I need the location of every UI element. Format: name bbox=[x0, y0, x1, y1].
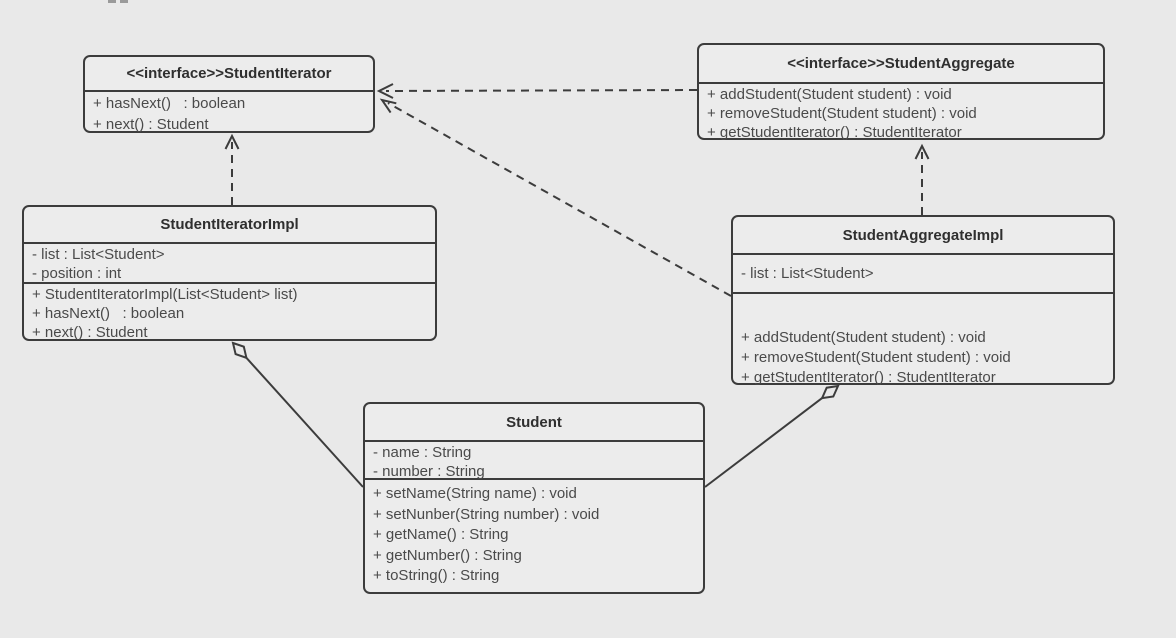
method-row: + next() : Student bbox=[93, 116, 209, 133]
method-row: + setNunber(String number) : void bbox=[373, 505, 600, 523]
method-row: + hasNext() : boolean bbox=[93, 95, 246, 112]
hollow-diamond-icon bbox=[231, 341, 248, 360]
class-title: <<interface>>StudentIterator bbox=[126, 65, 332, 82]
method-row: + getNumber() : String bbox=[373, 546, 522, 564]
class-title: <<interface>>StudentAggregate bbox=[787, 55, 1015, 72]
field-row: - list : List<Student> bbox=[32, 246, 165, 263]
class-box-studentaggregate: <<interface>>StudentAggregate + addStude… bbox=[697, 43, 1105, 141]
field-row: - position : int bbox=[32, 265, 122, 282]
method-row: + addStudent(Student student) : void bbox=[741, 329, 986, 346]
class-box-studentiteratorimpl: StudentIteratorImpl - list : List<Studen… bbox=[22, 205, 437, 341]
class-box-studentaggregateimpl: StudentAggregateImpl - list : List<Stude… bbox=[731, 215, 1115, 386]
class-box-student: Student - name : String - number : Strin… bbox=[363, 402, 705, 594]
class-title: StudentIteratorImpl bbox=[160, 216, 299, 233]
method-row: + getStudentIterator() : StudentIterator bbox=[741, 369, 996, 386]
aggregation-iteratorimpl-student-line bbox=[231, 341, 364, 488]
method-row: + removeStudent(Student student) : void bbox=[707, 105, 977, 122]
field-row: - list : List<Student> bbox=[741, 265, 874, 282]
class-title: StudentAggregateImpl bbox=[842, 226, 1004, 244]
cropped-text-artifact bbox=[108, 0, 130, 3]
method-row: + removeStudent(Student student) : void bbox=[741, 349, 1011, 366]
class-title: Student bbox=[506, 413, 562, 431]
aggregation-aggregateimpl-student-line bbox=[704, 384, 840, 488]
method-row: + hasNext() : boolean bbox=[32, 305, 185, 322]
field-row: - number : String bbox=[373, 463, 485, 480]
method-row: + setName(String name) : void bbox=[373, 485, 577, 502]
method-row: + next() : Student bbox=[32, 324, 148, 341]
realization-iterator-line bbox=[224, 133, 240, 205]
field-row: - name : String bbox=[373, 444, 472, 461]
method-row: + toString() : String bbox=[373, 567, 500, 584]
class-box-studentiterator: <<interface>>StudentIterator + hasNext()… bbox=[83, 55, 375, 133]
method-row: + addStudent(Student student) : void bbox=[707, 86, 952, 103]
dependency-aggregate-to-iterator-line bbox=[376, 83, 698, 99]
method-row: + getName() : String bbox=[373, 526, 509, 543]
realization-aggregate-line bbox=[914, 143, 930, 215]
method-row: + StudentIteratorImpl(List<Student> list… bbox=[32, 286, 298, 303]
method-row: + getStudentIterator() : StudentIterator bbox=[707, 124, 962, 141]
